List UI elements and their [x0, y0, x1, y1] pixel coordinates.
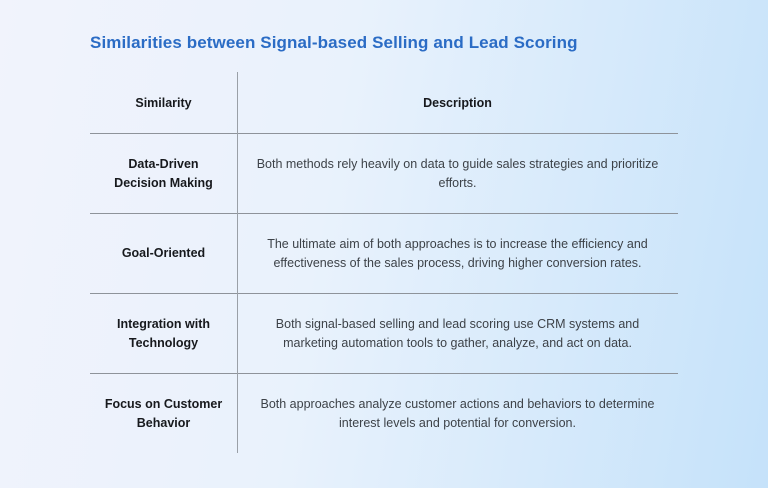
column-divider: [237, 72, 238, 453]
similarities-table: Similarity Description Data-Driven Decis…: [90, 72, 678, 453]
column-header-description: Description: [423, 95, 492, 110]
similarity-cell: Data-Driven Decision Making: [114, 157, 213, 190]
description-cell: The ultimate aim of both approaches is t…: [267, 236, 648, 270]
table-row: Data-Driven Decision Making Both methods…: [90, 133, 678, 213]
similarity-cell: Focus on Customer Behavior: [104, 397, 223, 430]
description-cell: Both approaches analyze customer actions…: [260, 396, 655, 430]
similarity-cell: Integration with Technology: [116, 317, 211, 350]
table-header-row: Similarity Description: [90, 72, 678, 133]
page-title: Similarities between Signal-based Sellin…: [90, 33, 578, 52]
description-cell: Both methods rely heavily on data to gui…: [256, 156, 659, 190]
column-header-similarity: Similarity: [135, 95, 192, 110]
table-row: Focus on Customer Behavior Both approach…: [90, 373, 678, 453]
similarity-cell: Goal-Oriented: [121, 246, 206, 261]
table-row: Integration with Technology Both signal-…: [90, 293, 678, 373]
description-cell: Both signal-based selling and lead scori…: [275, 316, 640, 350]
table-row: Goal-Oriented The ultimate aim of both a…: [90, 213, 678, 293]
